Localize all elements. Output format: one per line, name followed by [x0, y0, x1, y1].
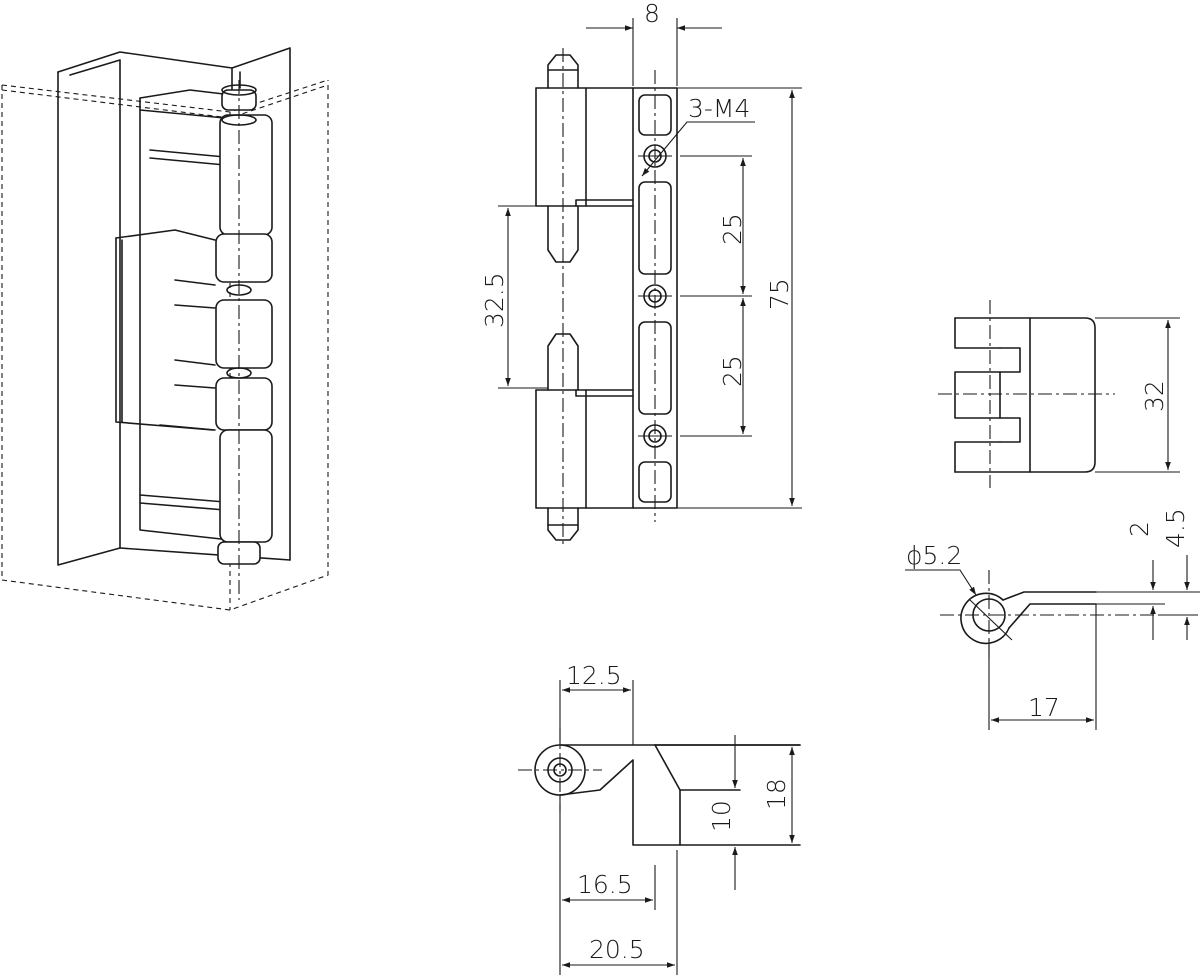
side-view: 32 [938, 300, 1180, 488]
dim-offset-a: 2 [1125, 521, 1154, 537]
dim-depth-a: 16.5 [577, 870, 633, 899]
dim-hole-pitch-lower: 25 [718, 355, 747, 387]
dim-overall-height: 75 [765, 278, 794, 310]
dim-side-height: 32 [1140, 380, 1169, 412]
dim-hole-pitch-upper: 25 [718, 213, 747, 245]
dim-outer-height: 18 [762, 778, 791, 810]
dim-leaf-length: 17 [1028, 693, 1060, 722]
dim-pin-spacing: 32.5 [480, 272, 509, 328]
dim-pin-diameter: ϕ5.2 [906, 541, 962, 570]
isometric-view [1, 47, 329, 611]
front-view: 8 3-M4 25 25 75 32.5 [480, 0, 802, 548]
dim-offset-b: 4.5 [1161, 508, 1190, 548]
top-view: ϕ5.2 2 4.5 17 [905, 508, 1200, 730]
profile-view: 12.5 10 18 16.5 20.5 [518, 661, 801, 975]
dim-eye-offset: 12.5 [566, 661, 622, 690]
dim-inner-height: 10 [707, 800, 736, 832]
dim-thread-label: 3-M4 [688, 94, 750, 123]
dim-depth-b: 20.5 [589, 935, 645, 964]
dim-front-width: 8 [644, 0, 660, 28]
